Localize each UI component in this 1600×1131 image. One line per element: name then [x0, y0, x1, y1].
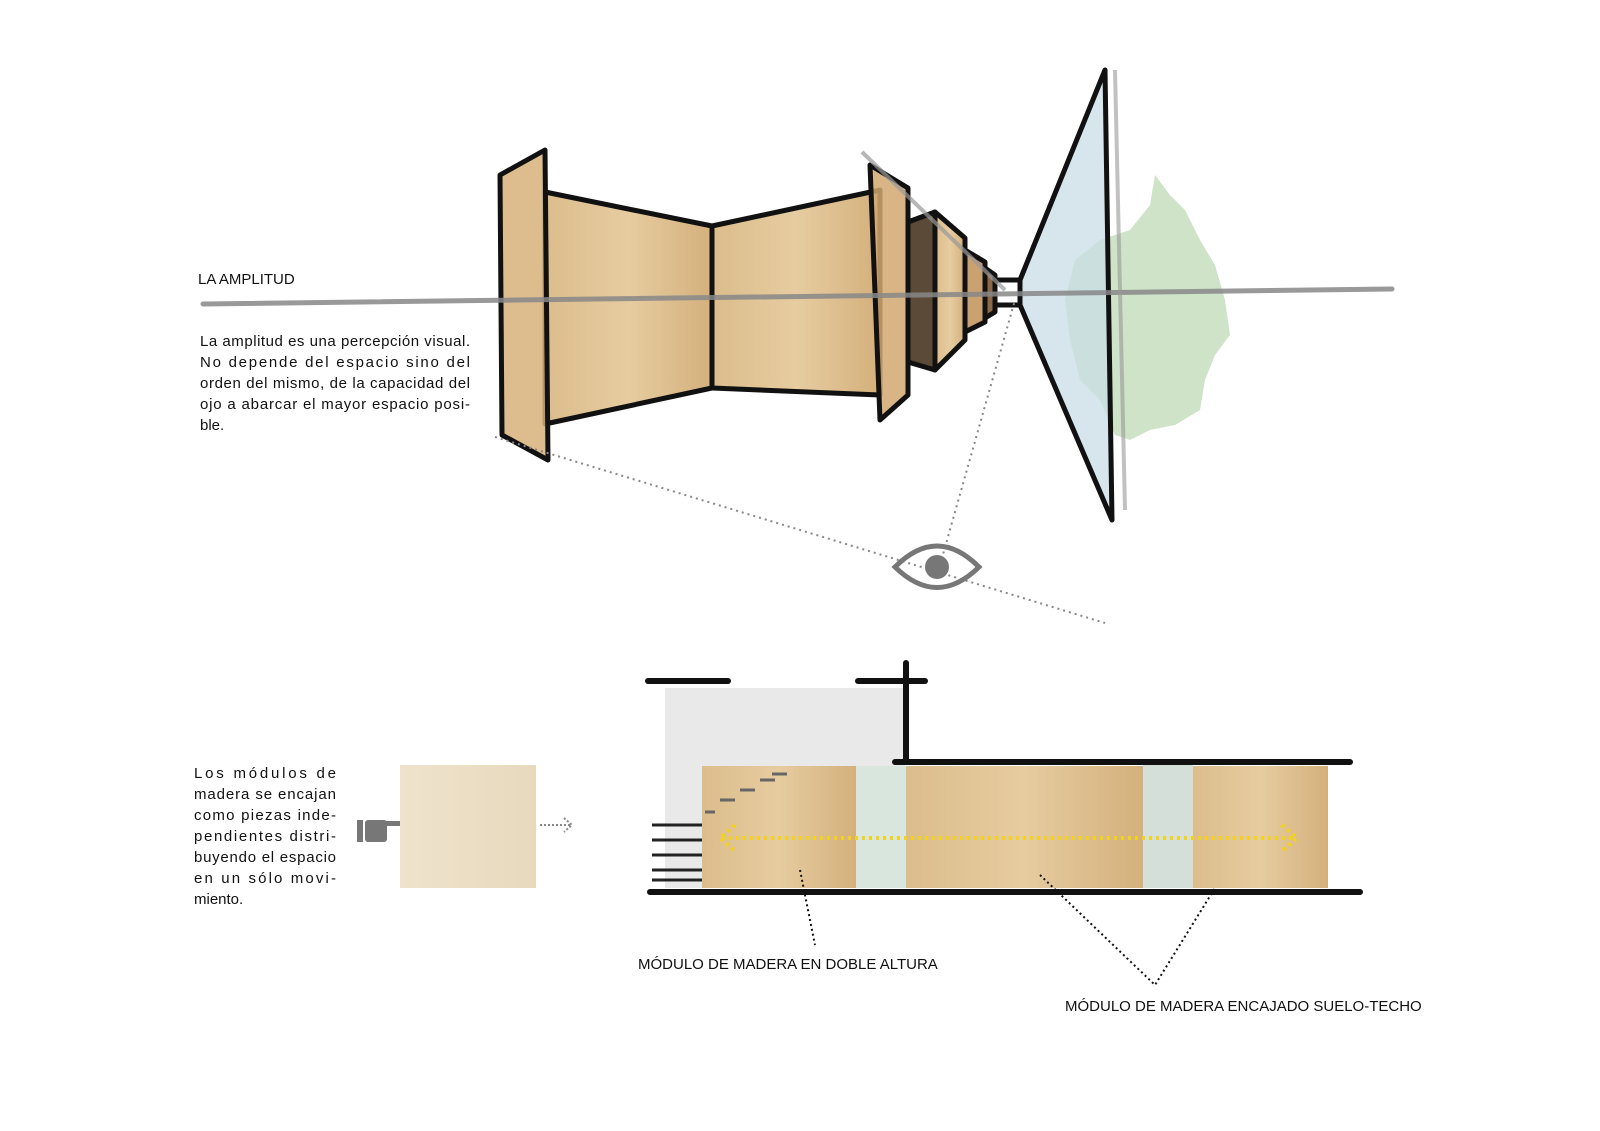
modules-line: en un sólo movi- — [194, 870, 336, 887]
intro-line: La amplitud es una percepción visual. — [200, 333, 470, 350]
axis-line — [200, 286, 1395, 307]
dark-wall — [905, 209, 938, 373]
section-drawing — [645, 660, 1363, 987]
section-title: LA AMPLITUD — [198, 271, 295, 288]
eye-icon — [891, 543, 983, 590]
intro-line: ble. — [200, 417, 224, 434]
wood-wall — [962, 247, 988, 335]
wood-frame — [497, 147, 551, 463]
modules-line: Los módulos de — [194, 765, 336, 782]
pointing-hand-icon — [357, 820, 401, 842]
modules-line: miento. — [194, 891, 243, 908]
sight-lines — [494, 299, 1106, 624]
intro-line: orden del mismo, de la capacidad del — [200, 375, 470, 392]
intro-paragraph: La amplitud es una percepción visual. No… — [200, 333, 470, 434]
modules-line: pendientes distri- — [194, 828, 336, 845]
wood-wall — [709, 187, 883, 398]
modules-paragraph: Los módulos de madera se encajan como pi… — [194, 765, 336, 908]
intro-line: ojo a abarcar el mayor espacio posi- — [200, 396, 470, 413]
intro-line: No depende del espacio sino del — [200, 354, 470, 371]
modules-line: buyendo el espacio — [194, 849, 336, 866]
label-double-height: MÓDULO DE MADERA EN DOBLE ALTURA — [638, 956, 938, 973]
label-floor-ceiling: MÓDULO DE MADERA ENCAJADO SUELO-TECHO — [1065, 998, 1422, 1015]
wood-sample — [400, 765, 536, 888]
modules-line: madera se encajan — [194, 786, 336, 803]
wood-wall — [542, 189, 715, 427]
wood-frame — [867, 162, 911, 423]
modules-line: como piezas inde- — [194, 807, 336, 824]
wood-wall — [932, 209, 968, 373]
